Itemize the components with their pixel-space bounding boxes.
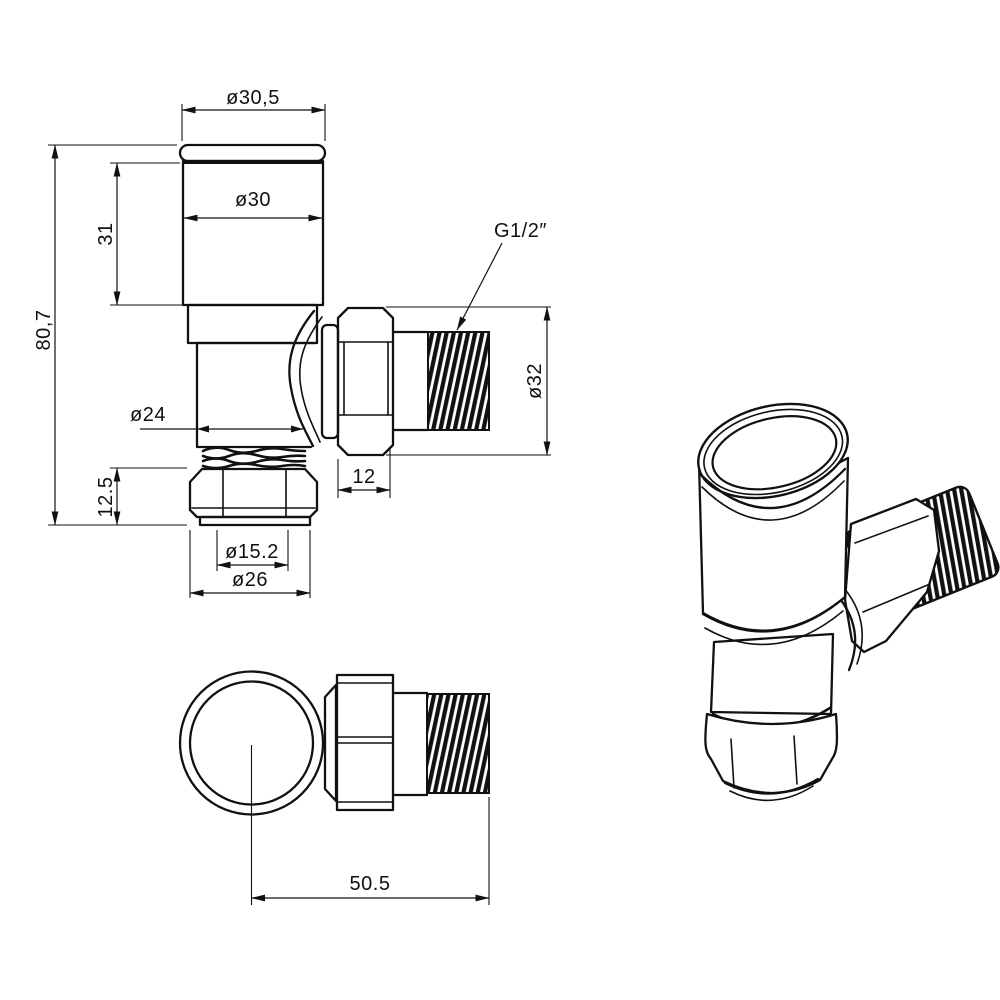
dim-label-side-conn-dia: ø32 (524, 363, 546, 399)
top-view: 50.5 (178, 670, 490, 905)
valve-body (195, 341, 317, 449)
dim-overall-height: 80,7 (33, 144, 187, 526)
top-male-thread (426, 693, 490, 794)
cap-cylinder (181, 159, 325, 307)
dim-side-nut-width: 12 (337, 448, 391, 498)
dim-label-cap-outer-dia: ø30,5 (226, 87, 280, 109)
dim-cap-height: 31 (95, 162, 185, 306)
dim-overall-length: 50.5 (250, 745, 490, 905)
body-transition-curve-inner (298, 316, 323, 443)
iso-tail-hex-nut (704, 712, 839, 795)
dim-body-dia: ø24 (130, 404, 303, 433)
thread-spec-label: G1/2″ (494, 220, 547, 242)
dim-pipe-dia: ø15.2 (216, 530, 289, 571)
side-connector (320, 323, 340, 440)
dim-tail-nut-height: 12.5 (95, 467, 187, 526)
iso-lower-body (709, 632, 835, 716)
body-transition-curve-outer (288, 309, 316, 448)
top-connector (323, 683, 338, 803)
dim-label-cap-dia: ø30 (235, 189, 271, 211)
dim-cap-dia: ø30 (183, 189, 323, 222)
tail-thread (201, 446, 307, 455)
dim-tail-nut-dia: ø26 (189, 530, 311, 598)
front-view: ø30,5 ø30 31 80,7 12.5 ø24 (33, 87, 551, 598)
dim-label-overall-height: 80,7 (33, 310, 55, 351)
dim-cap-outer-dia: ø30,5 (181, 87, 326, 141)
dim-label-tail-nut-height: 12.5 (95, 477, 117, 518)
tail-hex-nut (188, 467, 319, 519)
side-male-thread (427, 331, 490, 431)
iso-cap-top (697, 402, 849, 500)
iso-side-hex-nut (843, 497, 941, 654)
dim-label-body-dia: ø24 (130, 404, 166, 426)
dim-label-cap-height: 31 (95, 222, 117, 245)
cap-top-ring (178, 143, 327, 163)
iso-view (697, 402, 1000, 802)
dim-label-side-nut-width: 12 (352, 466, 375, 488)
side-hex-nut (336, 306, 395, 457)
thread-spec-callout: G1/2″ (456, 220, 547, 331)
dim-label-pipe-dia: ø15.2 (225, 541, 279, 563)
dim-label-overall-length: 50.5 (350, 873, 391, 895)
dim-label-tail-nut-dia: ø26 (232, 569, 268, 591)
iso-tail-washer (723, 777, 820, 795)
tail-washer (198, 515, 312, 527)
iso-cap-rim (699, 467, 847, 510)
